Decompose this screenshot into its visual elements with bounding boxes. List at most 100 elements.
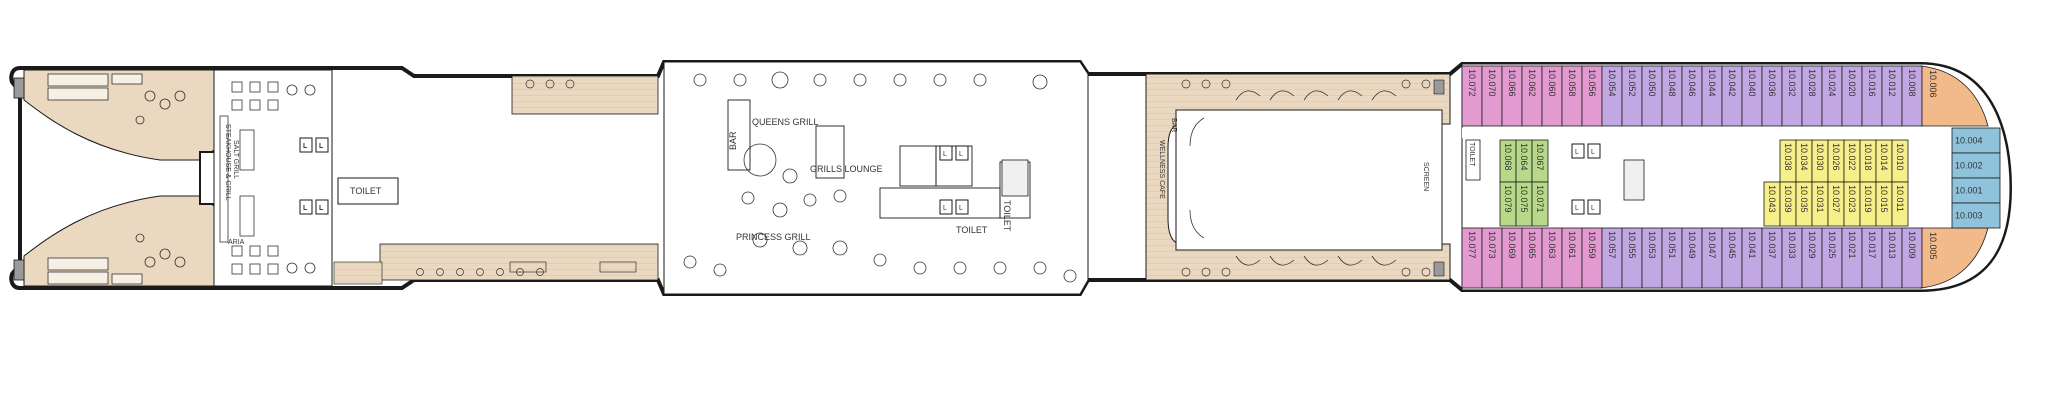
wellness-cafe-label: WELLNESS CAFE [1158,140,1165,199]
cabin-10.019-label: 10.019 [1863,185,1873,213]
sun-loungers-aft [47,73,143,285]
cabin-10.024-label: 10.024 [1827,69,1837,97]
cabin-10.006[interactable] [1919,65,1989,127]
steakhouse-tables [219,81,316,275]
svg-text:L: L [303,205,308,212]
cabin-10.001-label: 10.001 [1955,186,1983,196]
cabin-10.071[interactable] [1531,181,1549,227]
cabin-10.017-label: 10.017 [1867,231,1877,259]
toilet-fwd-room [1465,139,1481,181]
cabin-10.051-label: 10.051 [1667,231,1677,259]
lift-aft [299,137,329,215]
cabin-10.057-label: 10.057 [1607,231,1617,259]
cabin-10.045-label: 10.045 [1727,231,1737,259]
cabin-10.013-label: 10.013 [1887,231,1897,259]
cabin-10.002[interactable] [1951,152,2001,179]
svg-text:L: L [1591,149,1595,156]
cabin-10.072-label: 10.072 [1467,69,1477,97]
steakhouse-label: STEAKHOUSE & GRILL [224,124,231,201]
stairs-fwd [1623,159,1645,201]
cabin-10.029-label: 10.029 [1807,231,1817,259]
cabin-10.033-label: 10.033 [1787,231,1797,259]
cabin-10.030-label: 10.030 [1815,143,1825,171]
fwd-deck-tables [1181,79,1431,277]
cabin-10.025-label: 10.025 [1827,231,1837,259]
cabin-10.032-label: 10.032 [1787,69,1797,97]
cabin-10.003[interactable] [1951,202,2001,229]
bar-grills-label: BAR [728,131,738,150]
cabin-10.005-label: 10.005 [1928,232,1938,260]
lift-aft-letters: L L L L [303,143,324,212]
svg-text:L: L [959,205,963,212]
cabin-10.009-label: 10.009 [1907,231,1917,259]
cabin-10.041-label: 10.041 [1747,231,1757,259]
cabin-10.068-label: 10.068 [1503,143,1513,171]
cabin-10.023-label: 10.023 [1847,185,1857,213]
cabin-10.064-label: 10.064 [1519,143,1529,171]
toilet-aft-room [337,177,399,205]
lift-fwd [1571,143,1601,215]
cabin-10.002-label: 10.002 [1955,161,1983,171]
steakhouse-area [213,69,333,287]
queens-grill-label: QUEENS GRILL [752,117,819,127]
svg-text:L: L [959,151,963,158]
cabin-10.006-label: 10.006 [1928,70,1938,98]
toilet-fwd-label: TOILET [1468,142,1475,167]
cabin-10.040-label: 10.040 [1747,69,1757,97]
cabin-10.003-label: 10.003 [1955,211,1983,221]
svg-text:L: L [319,205,324,212]
cabin-10.012-label: 10.012 [1887,69,1897,97]
stairs-grills [1001,159,1029,197]
cabin-10.065-label: 10.065 [1527,231,1537,259]
stern-rope-icons [13,77,25,281]
cabin-10.056-label: 10.056 [1587,69,1597,97]
cabin-10.054-label: 10.054 [1607,69,1617,97]
deck-strip-tables [416,79,637,276]
cabin-10.015-label: 10.015 [1879,185,1889,213]
svg-text:L: L [303,143,308,150]
cabin-10.049-label: 10.049 [1687,231,1697,259]
cabin-10.036-label: 10.036 [1767,69,1777,97]
cabin-10.062-label: 10.062 [1527,69,1537,97]
cabin-10.046-label: 10.046 [1687,69,1697,97]
cabin-10.018-label: 10.018 [1863,143,1873,171]
cabin-10.061-label: 10.061 [1567,231,1577,259]
toilet-aft-label: TOILET [350,186,382,196]
cabin-10.011[interactable] [1891,181,1909,227]
svg-text:L: L [943,205,947,212]
cabin-10.001[interactable] [1951,177,2001,204]
cabin-10.004-label: 10.004 [1955,136,1983,146]
svg-text:L: L [1575,205,1579,212]
grills-block [663,61,1089,295]
corridor-port [1462,128,1958,138]
cabin-10.011-label: 10.011 [1895,185,1905,212]
pool-loungers [1189,90,1397,266]
svg-text:L: L [1591,205,1595,212]
svg-text:L: L [319,143,324,150]
cabin-10.059-label: 10.059 [1587,231,1597,259]
cabin-10.021-label: 10.021 [1847,231,1857,259]
cabin-10.067-label: 10.067 [1535,143,1545,171]
cabin-10.038-label: 10.038 [1783,143,1793,171]
lift-grills [939,145,969,215]
cabin-10.020-label: 10.020 [1847,69,1857,97]
cabin-10.010-label: 10.010 [1895,143,1905,171]
cabin-10.042-label: 10.042 [1727,69,1737,97]
cabin-10.069-label: 10.069 [1507,231,1517,259]
bar-fwd-label: BAR [1170,118,1177,132]
grills-rooms [727,99,1031,219]
cabin-10.022-label: 10.022 [1847,143,1857,171]
cabin-10.008-label: 10.008 [1907,69,1917,97]
cabin-10.052-label: 10.052 [1627,69,1637,97]
grills-tables [683,71,1077,283]
cabin-10.058-label: 10.058 [1567,69,1577,97]
cabin-10.035-label: 10.035 [1799,185,1809,213]
cabin-10.063-label: 10.063 [1547,231,1557,259]
cabin-10.016-label: 10.016 [1867,69,1877,97]
aria-label: ARIA [228,239,245,246]
cabin-10.028-label: 10.028 [1807,69,1817,97]
deck-strip-port-aft [511,75,659,115]
toilet-mid-b-label: TOILET [1002,200,1012,232]
